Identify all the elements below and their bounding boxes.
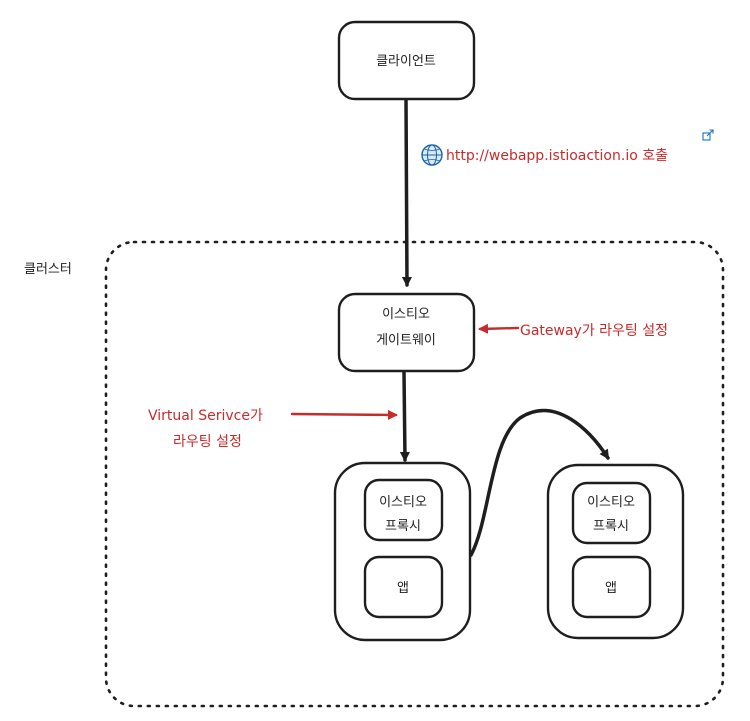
gateway-box bbox=[337, 292, 476, 373]
app-1-label: 앱 bbox=[397, 581, 409, 596]
client-to-gateway-arrow bbox=[401, 98, 412, 287]
gateway-label-line1: 이스티오 bbox=[382, 307, 430, 322]
gateway-routing-annotation: Gateway가 라우팅 설정 bbox=[520, 323, 668, 339]
external-link-icon[interactable] bbox=[702, 129, 714, 141]
pod-to-pod-arrow bbox=[469, 408, 610, 557]
cluster-boundary bbox=[104, 240, 725, 708]
gateway-to-proxy-arrow bbox=[399, 370, 410, 462]
globe-icon bbox=[421, 144, 443, 166]
proxy-2-label-line1: 이스티오 bbox=[587, 495, 635, 510]
proxy-1-box bbox=[363, 478, 444, 542]
url-call-annotation: http://webapp.istioaction.io 호출 bbox=[446, 148, 668, 164]
proxy-1-label-line1: 이스티오 bbox=[379, 495, 427, 510]
gateway-routing-arrow bbox=[478, 323, 520, 334]
app-2-label: 앱 bbox=[605, 581, 617, 596]
client-label: 클라이언트 bbox=[376, 54, 436, 69]
proxy-2-label-line2: 프록시 bbox=[593, 519, 629, 534]
proxy-1-label-line2: 프록시 bbox=[385, 519, 421, 534]
proxy-2-box bbox=[571, 481, 652, 545]
virtual-service-arrow bbox=[290, 409, 398, 420]
virtual-service-annotation-line2: 라우팅 설정 bbox=[173, 434, 242, 450]
app-2-box bbox=[571, 555, 652, 619]
app-1-box bbox=[363, 555, 444, 619]
cluster-label: 클러스터 bbox=[24, 262, 72, 277]
gateway-label-line2: 게이트웨이 bbox=[376, 333, 436, 348]
virtual-service-annotation-line1: Virtual Serivce가 bbox=[148, 408, 263, 424]
